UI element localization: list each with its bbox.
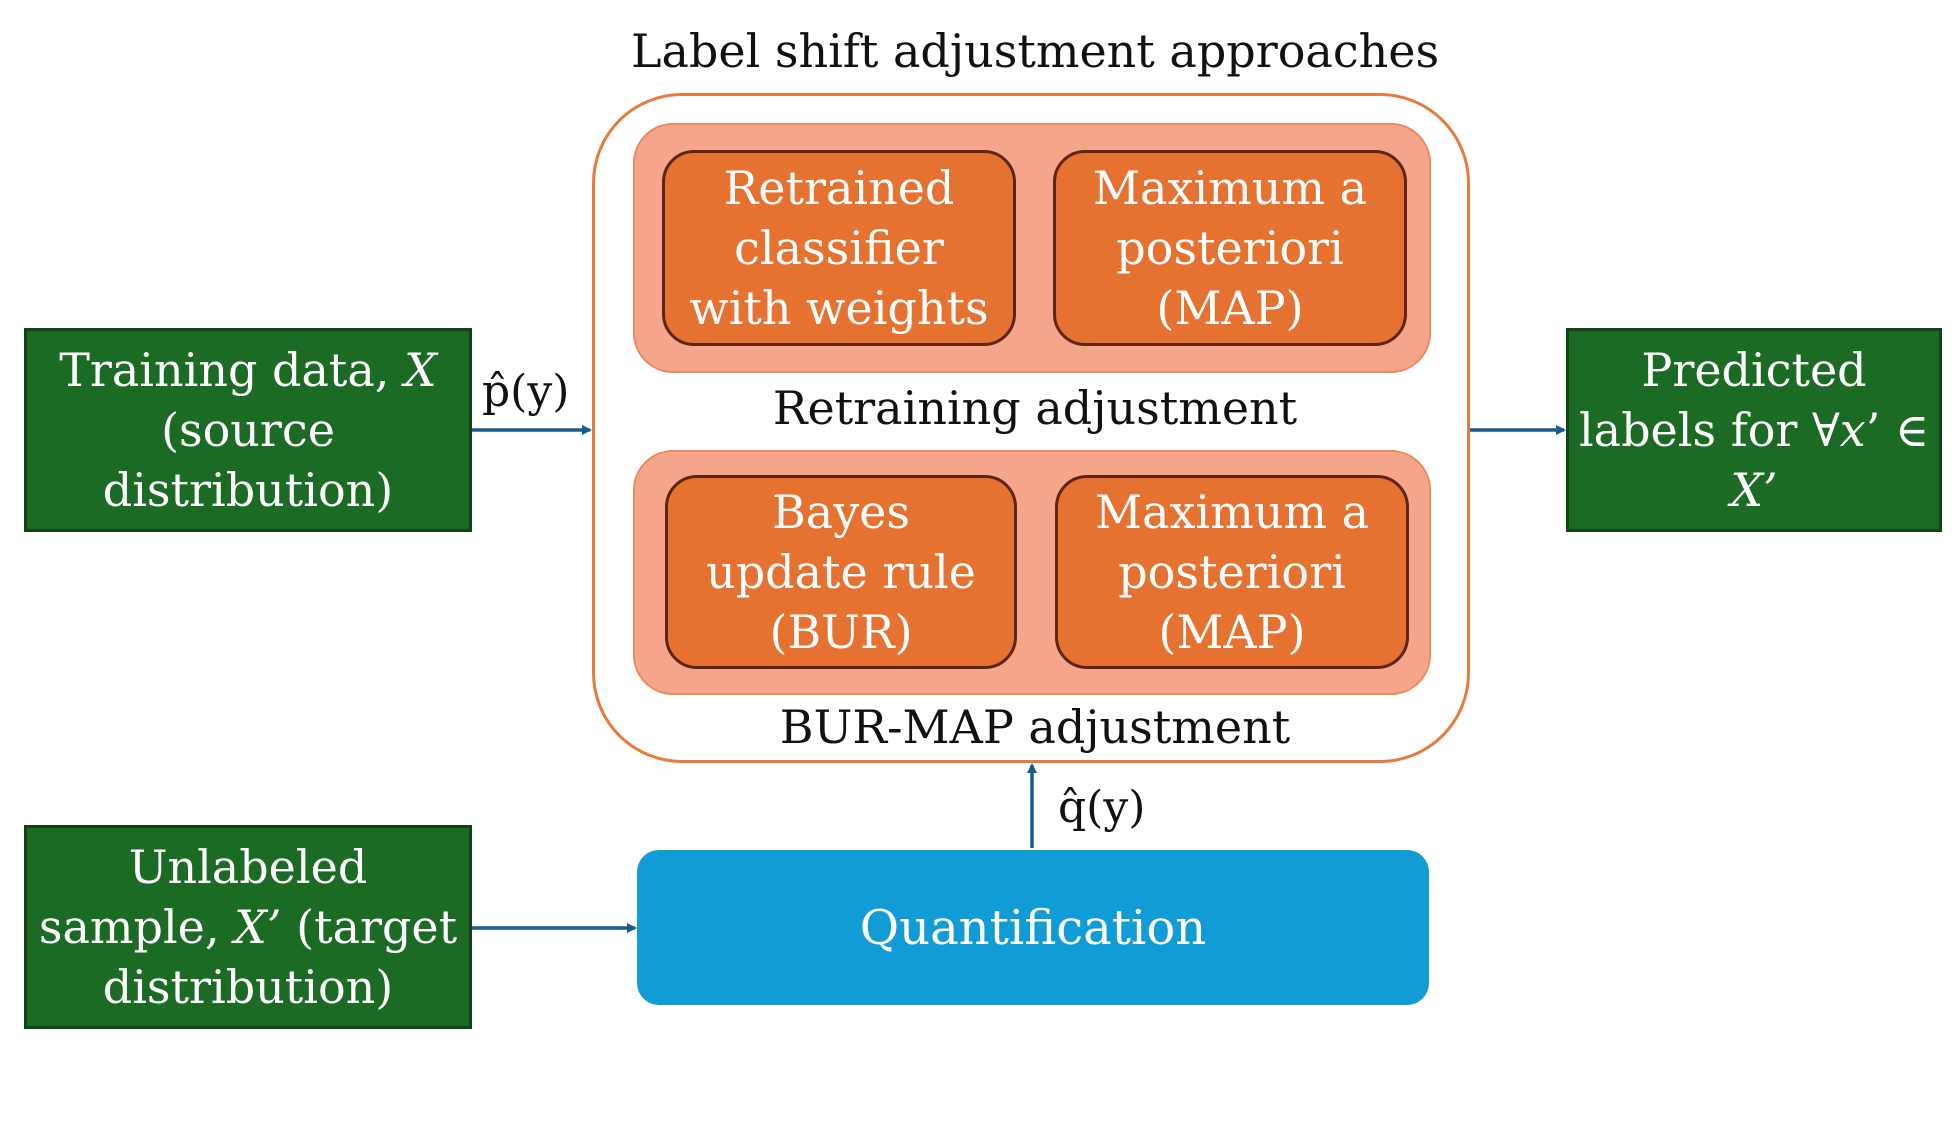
burmap-heading: BUR-MAP adjustment: [779, 700, 1291, 754]
retraining-heading: Retraining adjustment: [772, 381, 1298, 435]
unlabeled-sample-box: Unlabeled sample, X’ (target distributio…: [24, 825, 472, 1029]
diagram-title: Label shift adjustment approaches: [630, 24, 1440, 78]
q-hat-label: q̂(y): [1058, 782, 1146, 833]
map-burmap-box: Maximum a posteriori (MAP): [1055, 475, 1409, 669]
retrained-classifier-box: Retrained classifier with weights: [662, 150, 1016, 346]
training-data-box: Training data, X (source distribution): [24, 328, 472, 532]
predicted-labels-box: Predicted labels for ∀x’ ∈ X’: [1566, 328, 1942, 532]
p-hat-label: p̂(y): [482, 366, 570, 417]
bayes-update-rule-box: Bayes update rule (BUR): [665, 475, 1017, 669]
quantification-box: Quantification: [637, 850, 1429, 1005]
map-retraining-box: Maximum a posteriori (MAP): [1053, 150, 1407, 346]
